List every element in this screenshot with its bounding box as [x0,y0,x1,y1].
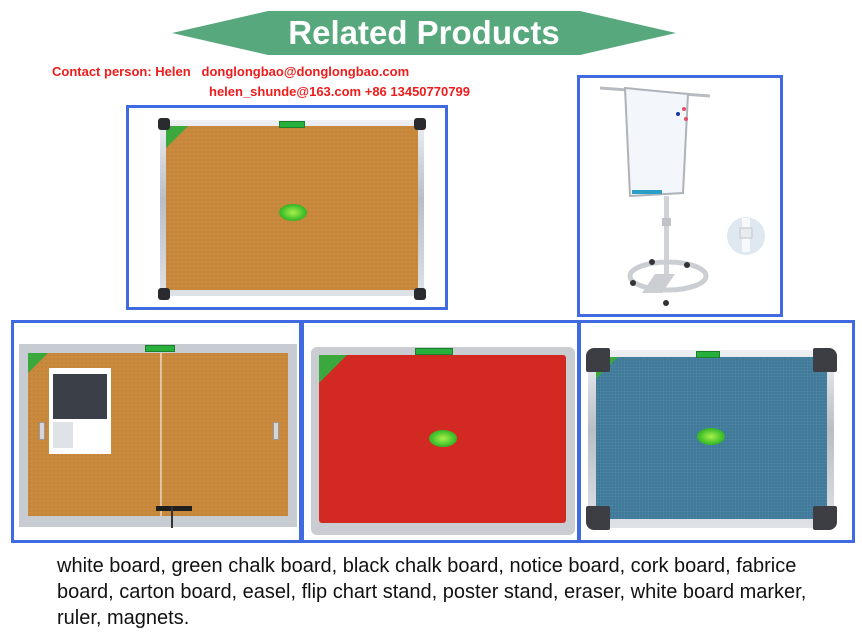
lock-key [171,506,173,528]
product-card-notice-board[interactable] [11,320,302,543]
glass-door-divider [160,353,162,516]
lock-icon [156,506,192,511]
flip-chart-illustration [599,86,765,306]
frame-corner [813,506,837,530]
poster [49,368,111,454]
frame-corner [414,118,426,130]
frame-corner [158,118,170,130]
product-card-cork-board[interactable] [126,105,448,310]
brand-label [415,348,453,355]
brand-corner-tag [28,353,48,373]
brand-sticker [429,430,457,447]
door-handle-right[interactable] [273,422,279,440]
related-products-banner: Related Products [172,11,676,55]
product-card-blue-fabric-board[interactable] [578,320,855,543]
product-card-red-fabric-board[interactable] [301,320,580,543]
product-card-flip-chart-stand[interactable] [577,75,783,317]
banner-title: Related Products [288,14,560,51]
brand-corner-tag [166,126,188,148]
brand-sticker [279,204,307,221]
door-handle-left[interactable] [39,422,45,440]
product-list-description: white board, green chalk board, black ch… [57,555,807,629]
frame-corner [586,506,610,530]
brand-sticker [697,428,725,445]
contact-line-2: helen_shunde@163.com +86 13450770799 [209,84,470,99]
frame-corner [813,348,837,372]
brand-label [696,351,720,358]
frame-corner [158,288,170,300]
frame-corner [586,348,610,372]
brand-label [145,345,175,352]
frame-corner [414,288,426,300]
brand-corner-tag [319,355,347,383]
contact-line-1: Contact person: Helen donglongbao@donglo… [52,64,410,79]
brand-label [279,121,305,128]
hexagon-banner-shape [172,11,676,55]
